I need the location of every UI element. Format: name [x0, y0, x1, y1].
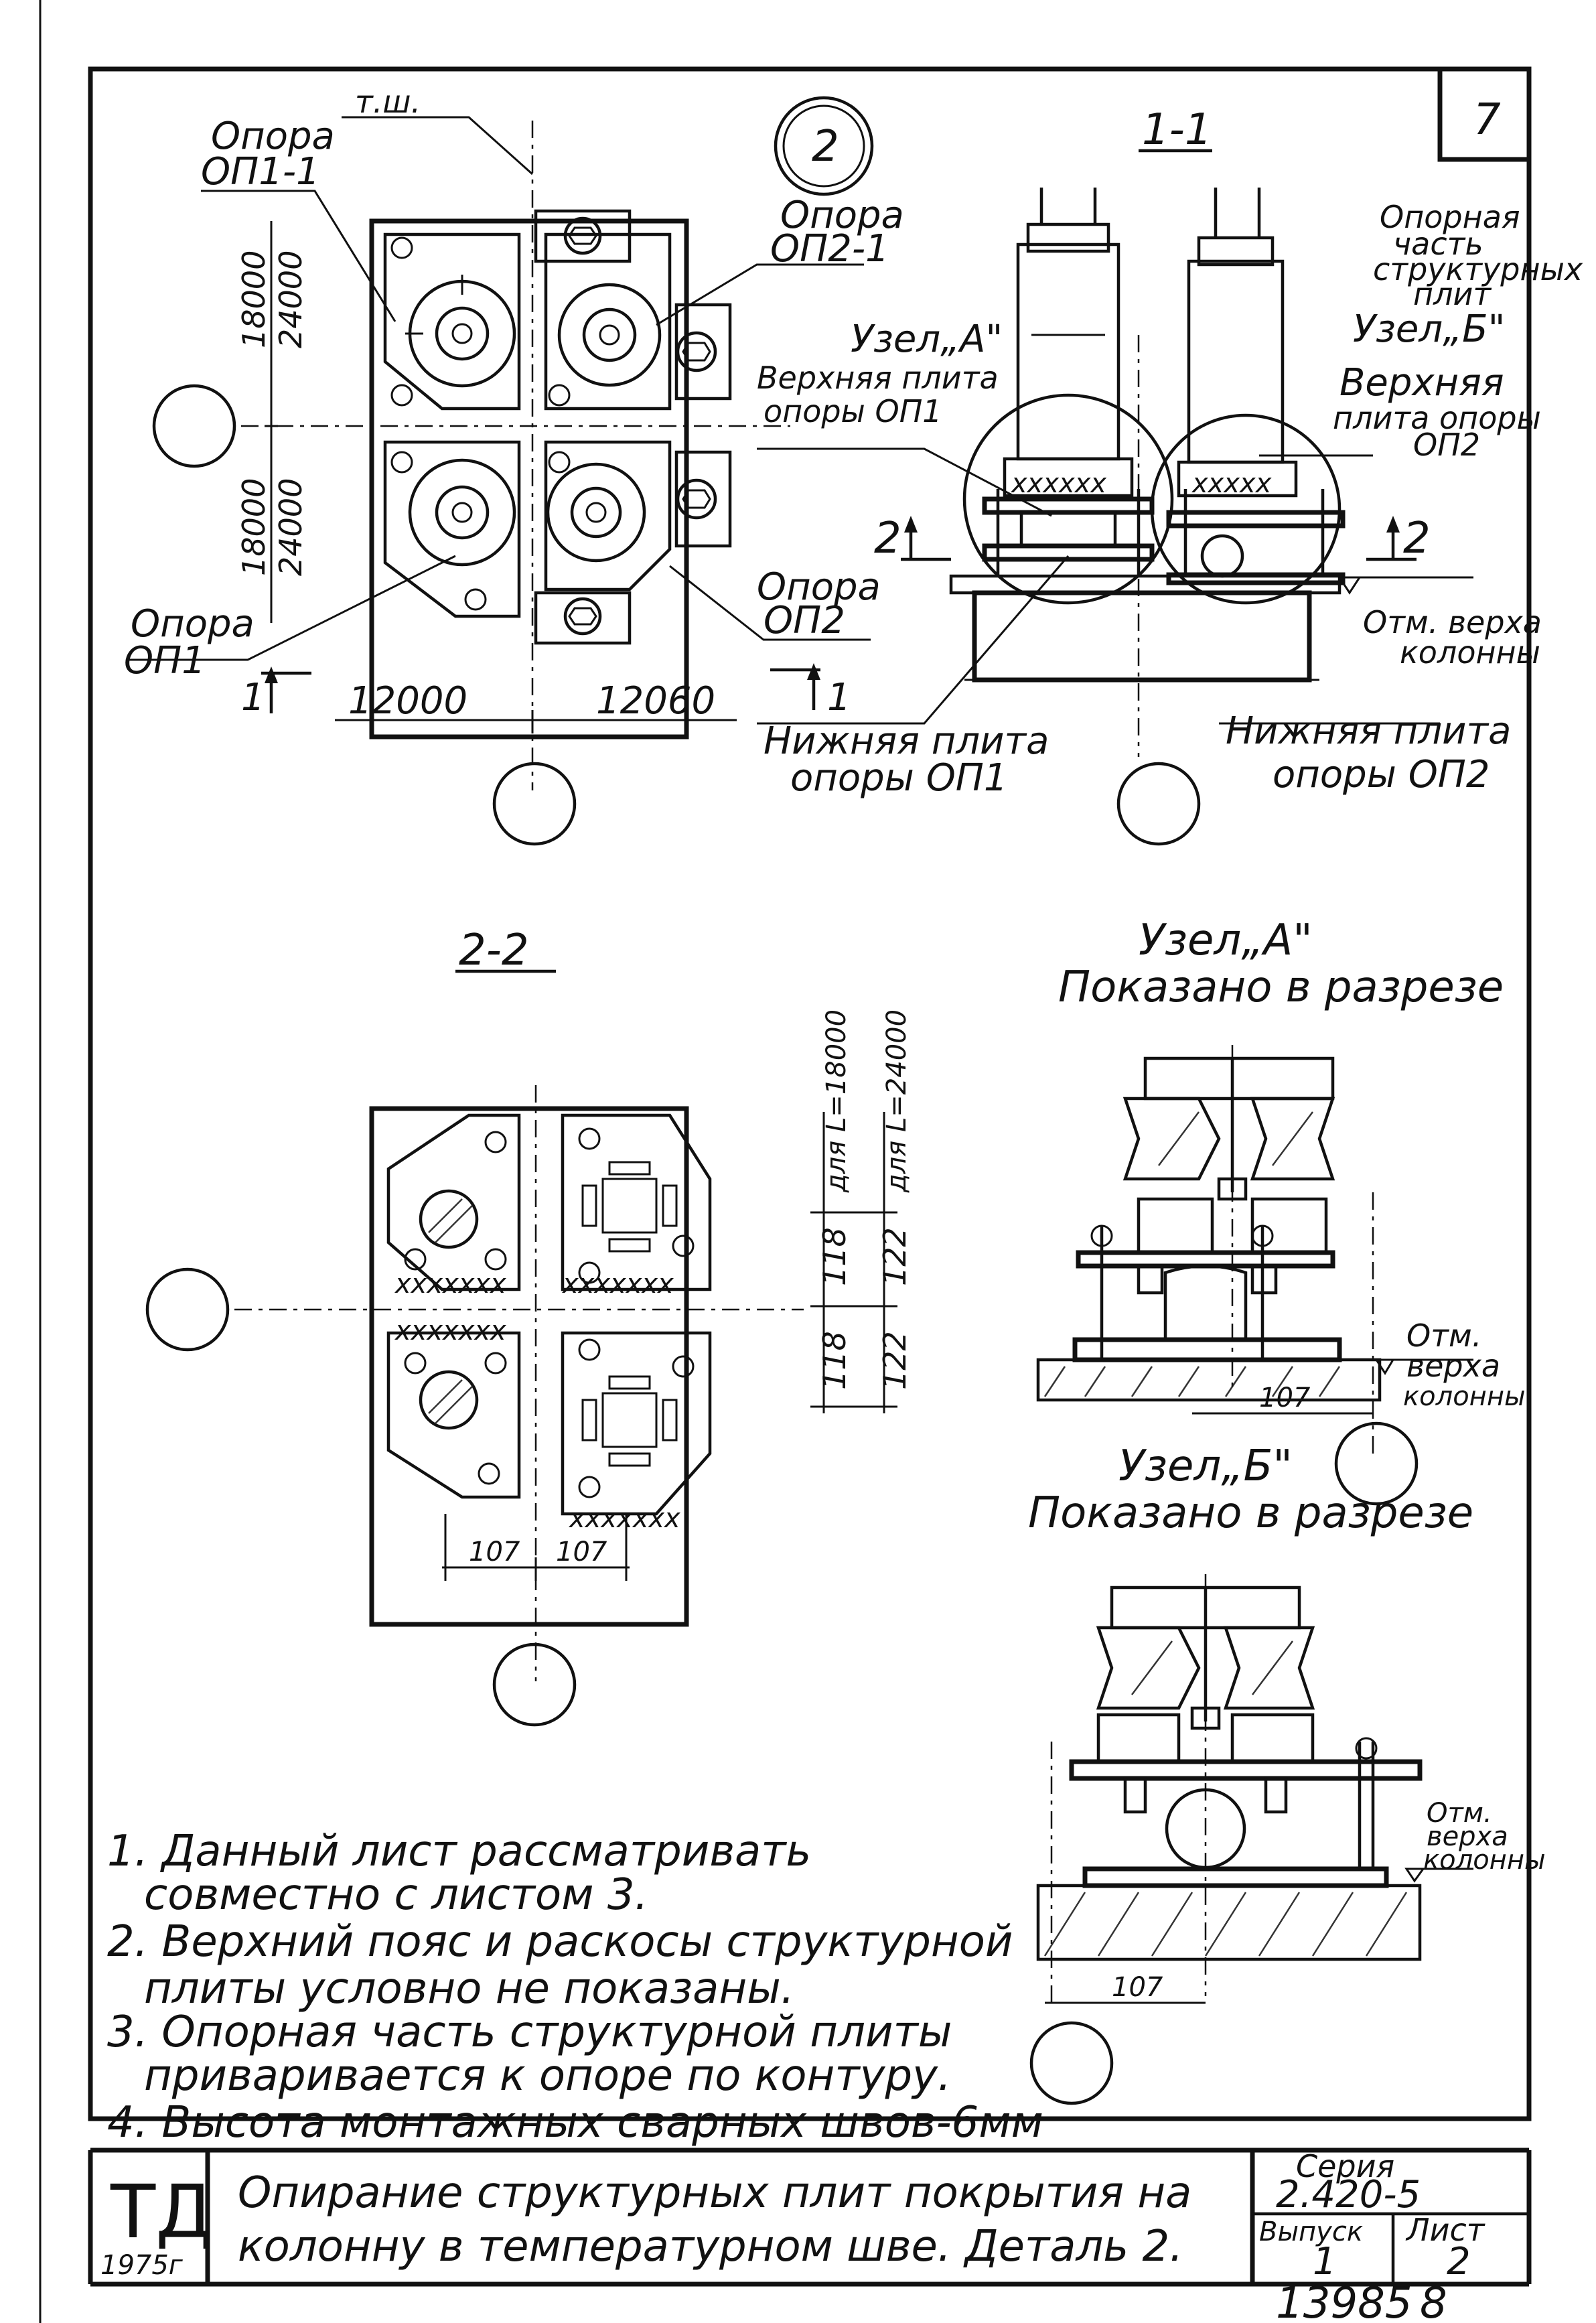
dim-118-top: 118: [816, 1227, 853, 1286]
cut-right-number: 1: [827, 676, 851, 719]
drawing-title-line1: Опирание структурных плит покрытия на: [238, 2168, 1191, 2218]
svg-text:xxxxxxx: xxxxxxx: [394, 1316, 506, 1346]
op1-1-label-a: Опора: [211, 115, 335, 158]
series-label: Серия: [1296, 2148, 1394, 2184]
dim-107-right: 107: [556, 1537, 607, 1567]
cut-left-number: 1: [241, 676, 265, 719]
node-b-elev-line2: верха: [1427, 1821, 1508, 1852]
dim-for-l24000: для L=24000: [881, 1009, 912, 1193]
svg-text:xxxxxxx: xxxxxxx: [394, 1269, 506, 1299]
section-2-2-title: 2-2: [459, 926, 529, 975]
bearing-part-line2: часть: [1393, 226, 1483, 262]
node-b-detail: [1029, 1574, 1473, 2105]
page-value: 2: [1447, 2240, 1471, 2283]
section-1-1: xxxxxx xxxxx: [757, 149, 1473, 846]
issue-label: Выпуск: [1259, 2216, 1363, 2247]
dim-107-left: 107: [469, 1537, 520, 1567]
op2-label-a: Опора: [757, 565, 881, 609]
note-2-line1: 2. Верхний пояс и раскосы структурной: [107, 1917, 1013, 1967]
upper-plate-b-line3: ОП2: [1413, 427, 1480, 463]
title-block: [88, 2148, 1532, 2287]
svg-text:xxxxxxx: xxxxxxx: [561, 1269, 674, 1299]
node-b-label: Узел„Б": [1353, 307, 1505, 351]
lower-plate-a-line1: Нижняя плита: [764, 719, 1049, 763]
archive-number: 13985: [1276, 2279, 1412, 2323]
dim-18000-top: 18000: [236, 251, 272, 348]
node-a-title: Узел„А": [1139, 916, 1313, 965]
detail-callout-circle: [774, 96, 874, 196]
upper-plate-b-line1: Верхняя: [1339, 361, 1504, 405]
note-4: 4. Высота монтажных сварных швов-6мм: [107, 2098, 1043, 2148]
section-cut-right: 2: [1403, 514, 1431, 563]
note-1-line2: совместно с листом 3.: [144, 1870, 648, 1920]
node-a-label: Узел„А": [851, 318, 1003, 361]
svg-text:xxxxxx: xxxxxx: [1010, 468, 1106, 499]
issue-value: 1: [1313, 2240, 1337, 2283]
temp-joint-label: т.ш.: [355, 84, 421, 120]
node-a-elev-line1: Отм.: [1406, 1318, 1481, 1354]
page-label: Лист: [1405, 2212, 1485, 2248]
op1-1-label-b: ОП1-1: [201, 150, 320, 194]
upper-plate-a-line1: Верхняя плита: [757, 360, 999, 396]
bearing-part-line1: Опорная: [1380, 199, 1520, 235]
op2-1-label-a: Опора: [780, 194, 904, 237]
dim-118-bottom: 118: [816, 1331, 853, 1390]
note-1-line1: 1. Данный лист рассматривать: [107, 1827, 811, 1876]
lower-plate-b-line2: опоры ОП2: [1273, 753, 1490, 796]
sheet-number: 7: [1473, 95, 1501, 145]
bearing-part-line4: плит: [1413, 276, 1492, 312]
archive-suffix: 8: [1420, 2279, 1447, 2323]
plan-view: [127, 116, 871, 846]
svg-text:xxxxxxx: xxxxxxx: [568, 1503, 680, 1534]
upper-plate-b-line2: плита опоры: [1333, 400, 1541, 436]
dim-left-12000: 12000: [348, 679, 467, 723]
node-b-elev-line3: колонны: [1423, 1845, 1546, 1876]
drawing-title-line2: колонну в температурном шве. Деталь 2.: [238, 2222, 1183, 2271]
node-a-subtitle: Показано в разрезе: [1058, 963, 1504, 1012]
node-b-subtitle: Показано в разрезе: [1028, 1488, 1473, 1538]
dim-for-l18000: для L=18000: [821, 1009, 852, 1193]
op2-label-b: ОП2: [764, 599, 845, 642]
bearing-part-line3: структурных: [1373, 251, 1583, 287]
op2-1-label-b: ОП2-1: [770, 227, 889, 271]
node-b-dim-107: 107: [1112, 1972, 1163, 2003]
series-value: 2.420-5: [1276, 2173, 1421, 2216]
section-1-1-title: 1-1: [1142, 105, 1212, 155]
upper-plate-a-line2: опоры ОП1: [764, 393, 942, 429]
elevation-top-line1: Отм. верха: [1363, 604, 1542, 640]
svg-text:xxxxx: xxxxx: [1191, 468, 1272, 499]
node-b-title: Узел„Б": [1118, 1441, 1293, 1491]
dim-122-bottom: 122: [877, 1331, 913, 1390]
node-a-elev-line3: колонны: [1403, 1381, 1526, 1412]
note-2-line2: плиты условно не показаны.: [144, 1964, 794, 2014]
note-3-line1: 3. Опорная часть структурной плиты: [107, 2008, 952, 2057]
dim-24000-top: 24000: [273, 251, 309, 348]
op1-label-a: Опора: [131, 602, 255, 646]
year: 1975г: [100, 2250, 184, 2281]
dim-right-12060: 12060: [596, 679, 715, 723]
dim-122-top: 122: [877, 1227, 913, 1286]
elevation-top-line2: колонны: [1400, 634, 1540, 671]
sheet-frame: [39, 0, 1532, 2323]
node-a-detail: [1036, 1045, 1473, 1506]
section-cut-left: 2: [874, 514, 901, 563]
detail-callout-number: 2: [812, 122, 839, 171]
lower-plate-a-line2: опоры ОП1: [790, 756, 1008, 800]
node-b-elev-line1: Отм.: [1427, 1798, 1492, 1829]
dim-18000-bot: 18000: [236, 478, 272, 576]
node-a-elev-line2: верха: [1406, 1348, 1500, 1384]
section-2-2: xxxxxxx xxxxxxx xxxxxxx xxxxxxx: [145, 969, 897, 1727]
note-3-line2: приваривается к опоре по контуру.: [144, 2051, 951, 2101]
node-a-dim-107: 107: [1259, 1383, 1311, 1413]
org-logo: ТД: [110, 2169, 213, 2255]
lower-plate-b-line1: Нижняя плита: [1226, 709, 1511, 753]
dim-24000-bot: 24000: [273, 478, 309, 576]
op1-label-b: ОП1: [124, 639, 206, 683]
